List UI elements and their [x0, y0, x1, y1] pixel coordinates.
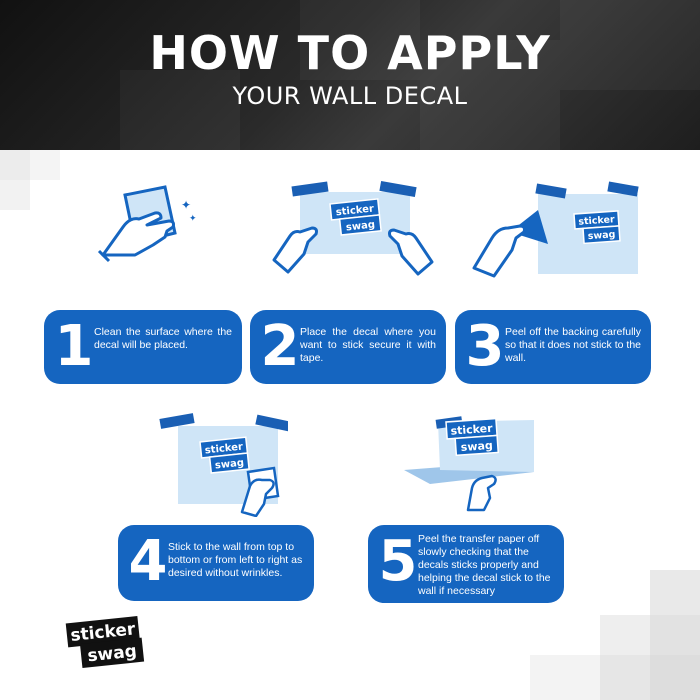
- step-number: 3: [465, 314, 505, 379]
- decor-squares-left: [0, 150, 60, 210]
- svg-text:swag: swag: [345, 219, 375, 233]
- step-card-3: 3 Peel off the backing carefully so that…: [455, 310, 651, 384]
- step-number: 2: [260, 314, 300, 379]
- step-card-2: 2 Place the decal where you want to stic…: [250, 310, 446, 384]
- step-text: Peel the transfer paper off slowly check…: [418, 533, 551, 597]
- svg-text:sticker: sticker: [204, 442, 243, 457]
- tape-decal-icon: sticker swag: [272, 180, 434, 276]
- brand-logo: sticker swag: [65, 615, 145, 669]
- step-text: Stick to the wall from top to bottom or …: [168, 541, 303, 579]
- step-text: Peel off the backing carefully so that i…: [505, 326, 641, 364]
- step-card-4: 4 Stick to the wall from top to bottom o…: [118, 525, 314, 601]
- svg-text:swag: swag: [460, 439, 493, 454]
- step-card-1: 1 Clean the surface where the decal will…: [44, 310, 242, 384]
- decor-squares-right: [530, 570, 700, 700]
- svg-text:✦: ✦: [189, 214, 197, 224]
- svg-text:sticker: sticker: [335, 203, 374, 218]
- step-text: Clean the surface where the decal will b…: [94, 326, 232, 351]
- peel-transfer-icon: sticker swag: [404, 416, 534, 512]
- step-number: 5: [378, 529, 418, 594]
- page-subtitle: YOUR WALL DECAL: [232, 82, 468, 110]
- peel-backing-icon: sticker swag: [472, 181, 639, 278]
- step-number: 1: [54, 314, 94, 379]
- header-banner: HOW TO APPLY YOUR WALL DECAL: [0, 0, 700, 150]
- stick-decal-icon: sticker swag: [159, 413, 288, 517]
- svg-text:sticker: sticker: [578, 214, 615, 228]
- svg-text:sticker: sticker: [450, 422, 493, 438]
- page-title: HOW TO APPLY: [149, 26, 551, 80]
- step-text: Place the decal where you want to stick …: [300, 326, 436, 364]
- svg-text:✦: ✦: [181, 198, 191, 212]
- step-number: 4: [128, 529, 168, 594]
- svg-text:swag: swag: [587, 229, 615, 242]
- svg-text:swag: swag: [214, 458, 244, 472]
- step-card-5: 5 Peel the transfer paper off slowly che…: [368, 525, 564, 603]
- wipe-cloth-icon: ✦ ✦: [97, 185, 197, 263]
- header-texture: [0, 0, 700, 150]
